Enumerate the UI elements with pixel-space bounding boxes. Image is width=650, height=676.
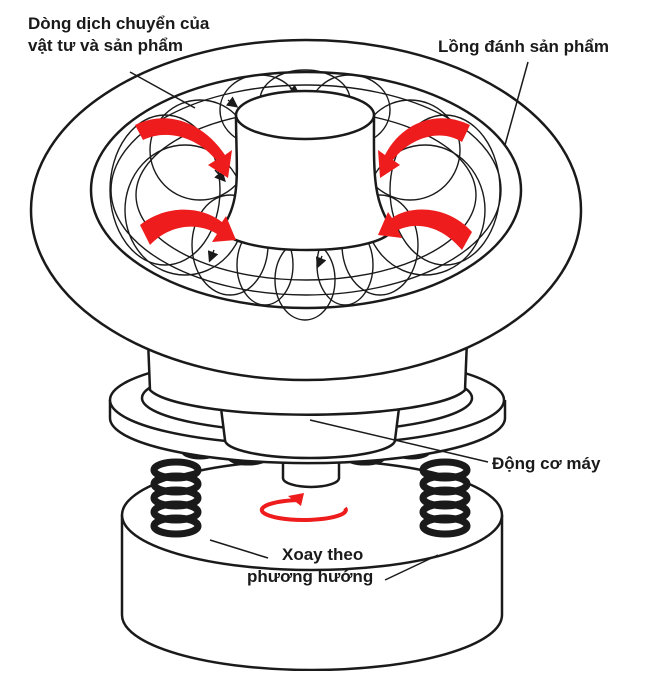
- rotation-label-line-1: Xoay theo: [281, 545, 364, 564]
- rotation-label: Xoay theo phương hướng: [247, 544, 373, 588]
- rotation-arrow: [259, 493, 348, 522]
- leader-lines: [129, 61, 529, 581]
- motor-label: Động cơ máy: [492, 454, 601, 473]
- flow-label-line-1: Dòng dịch chuyển của: [28, 14, 210, 33]
- red-flow-arrows: [135, 118, 472, 250]
- flow-label-line-2: vật tư và sản phẩm: [28, 36, 183, 55]
- bowl-label: Lồng đánh sản phẩm: [438, 37, 609, 56]
- flow-label: Dòng dịch chuyển của vật tư và sản phẩm: [28, 13, 209, 57]
- rotation-label-line-2: phương hướng: [247, 567, 374, 586]
- central-post: [220, 89, 394, 252]
